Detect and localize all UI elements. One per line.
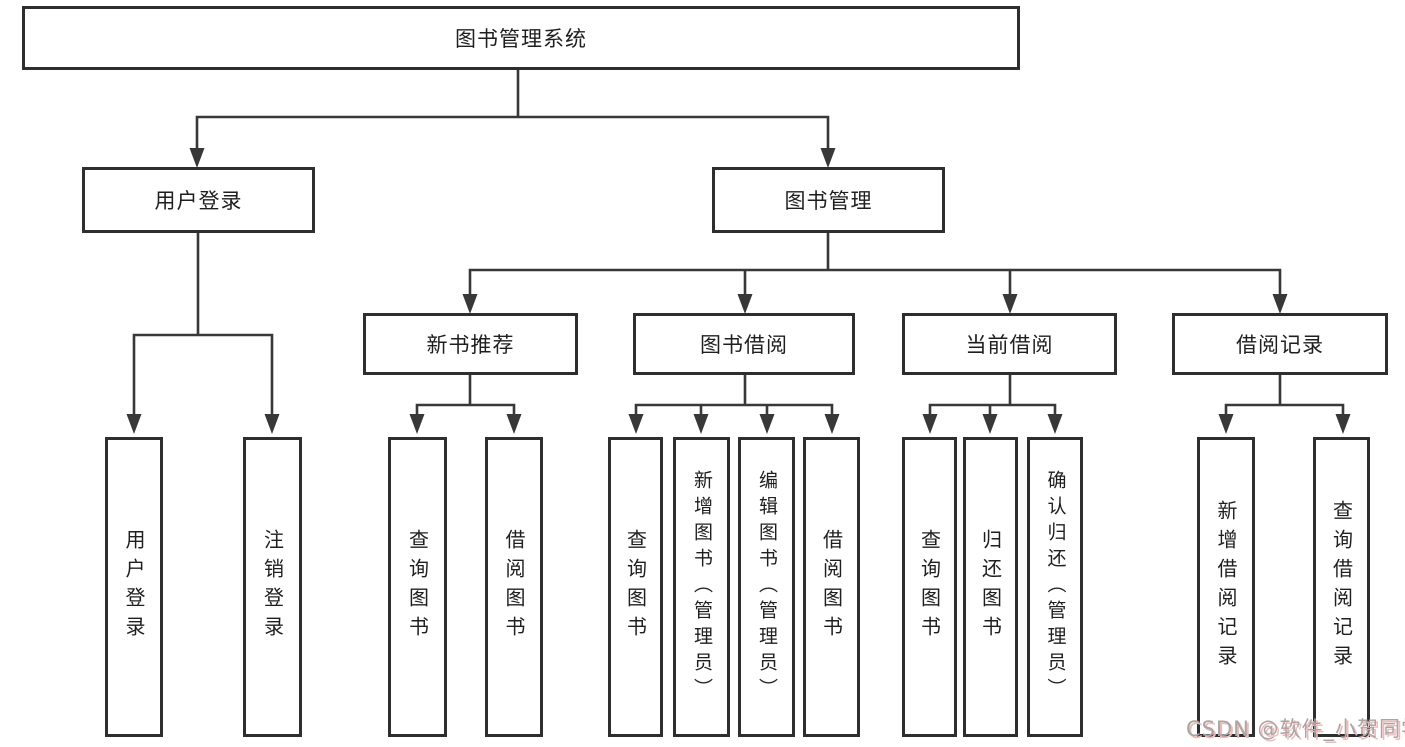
leaf-query-book-2: 查询图书	[608, 437, 663, 737]
node-root-system: 图书管理系统	[22, 6, 1020, 70]
node-book-management-label: 图书管理	[784, 189, 873, 213]
node-borrow-record: 借阅记录	[1172, 313, 1388, 375]
leaf-label: 确认归还（管理员）	[1044, 470, 1067, 704]
leaf-query-book-3: 查询图书	[902, 437, 957, 737]
leaf-label: 归还图书	[978, 529, 1003, 645]
leaf-label: 新增图书（管理员）	[691, 470, 713, 704]
node-current-borrow: 当前借阅	[902, 313, 1117, 375]
leaf-label: 注销登录	[260, 529, 285, 645]
csdn-watermark: CSDN @软件_小贺同学	[1186, 717, 1405, 741]
leaf-borrow-book-1: 借阅图书	[485, 437, 543, 737]
leaf-label: 查询借阅记录	[1329, 500, 1354, 674]
node-borrow-record-label: 借阅记录	[1236, 333, 1324, 357]
leaf-label: 用户登录	[122, 529, 146, 645]
node-root-label: 图书管理系统	[455, 27, 587, 51]
leaf-label: 查询图书	[623, 529, 648, 645]
node-user-login: 用户登录	[82, 167, 315, 233]
leaf-label: 编辑图书（管理员）	[756, 470, 778, 704]
node-book-borrow: 图书借阅	[633, 313, 855, 375]
node-book-borrow-label: 图书借阅	[700, 333, 788, 357]
node-new-book-recommend-label: 新书推荐	[426, 333, 515, 357]
leaf-edit-book-admin: 编辑图书（管理员）	[738, 437, 795, 737]
leaf-logout: 注销登录	[243, 437, 302, 737]
leaf-add-book-admin: 新增图书（管理员）	[673, 437, 730, 737]
node-new-book-recommend: 新书推荐	[363, 313, 578, 375]
leaf-return-book: 归还图书	[963, 437, 1018, 737]
leaf-query-borrow-record: 查询借阅记录	[1313, 437, 1370, 737]
node-current-borrow-label: 当前借阅	[965, 333, 1054, 357]
leaf-label: 借阅图书	[819, 529, 844, 645]
leaf-query-book-1: 查询图书	[388, 437, 447, 737]
leaf-confirm-return-admin: 确认归还（管理员）	[1027, 437, 1083, 737]
leaf-label: 新增借阅记录	[1214, 500, 1238, 674]
leaf-add-borrow-record: 新增借阅记录	[1197, 437, 1255, 737]
node-user-login-label: 用户登录	[154, 189, 243, 213]
leaf-label: 借阅图书	[502, 529, 526, 645]
leaf-user-login: 用户登录	[105, 437, 163, 737]
leaf-borrow-book-2: 借阅图书	[803, 437, 860, 737]
leaf-label: 查询图书	[917, 529, 942, 645]
node-book-management: 图书管理	[712, 167, 945, 233]
leaf-label: 查询图书	[405, 529, 430, 645]
